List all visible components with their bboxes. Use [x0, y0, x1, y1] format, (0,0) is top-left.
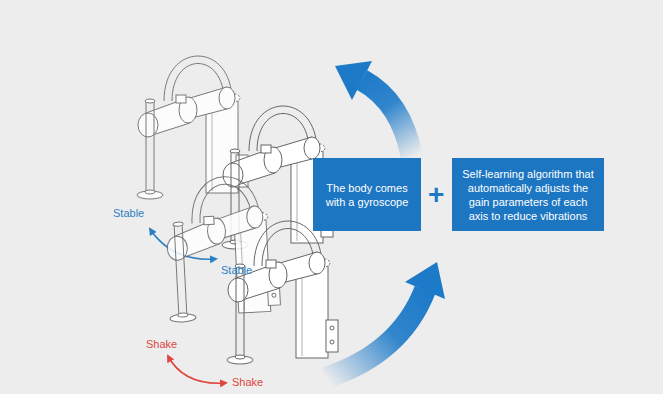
motion-label: Shake [146, 338, 177, 351]
box-text: The body comes with a gyroscope [320, 181, 414, 209]
motion-label: Stable [221, 264, 252, 277]
motion-label: Stable [113, 207, 144, 220]
motion-label: Shake [232, 376, 263, 389]
plus-sign: + [428, 178, 444, 212]
feature-box: Self-learning algorithm that automatical… [452, 158, 604, 231]
box-text: Self-learning algorithm that automatical… [459, 167, 597, 223]
feature-box: The body comes with a gyroscope [313, 158, 421, 231]
